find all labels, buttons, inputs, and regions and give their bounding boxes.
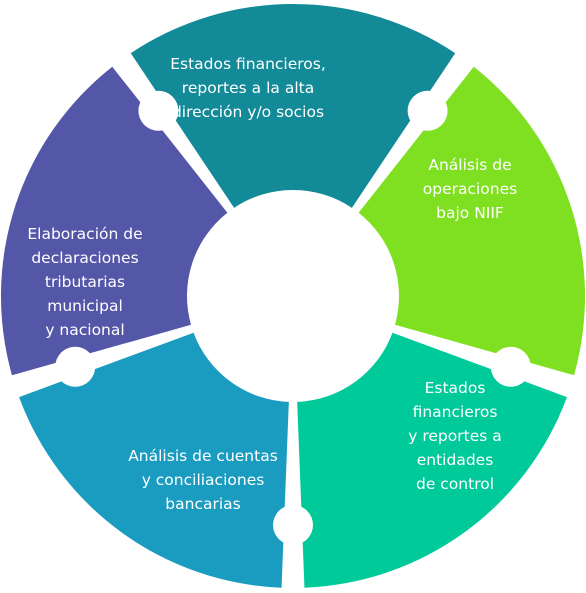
segment-estados-financieros-direccion xyxy=(130,3,456,208)
inner-ring-analisis-cuentas-conciliaciones xyxy=(173,336,288,424)
label-line: Análisis de cuentas xyxy=(128,447,278,465)
label-estados-financieros-direccion: Estados financieros, reportes a la alta … xyxy=(148,52,348,124)
label-line: y reportes a xyxy=(408,427,502,445)
segment-notch xyxy=(55,346,96,387)
label-estados-financieros-entidades: Estados financieros y reportes a entidad… xyxy=(390,376,520,496)
label-line: bancarias xyxy=(165,495,241,513)
segment-notch xyxy=(407,90,448,131)
inner-ring-estados-financieros-direccion xyxy=(223,168,363,201)
label-line: dirección y/o socios xyxy=(171,103,325,121)
label-line: Estados xyxy=(424,379,486,397)
label-line: Análisis de xyxy=(428,156,512,174)
label-line: tributarias xyxy=(44,273,126,291)
label-line: bajo NIIF xyxy=(436,204,504,222)
segment-notch xyxy=(273,505,313,545)
segment-notch xyxy=(490,346,531,387)
label-line: entidades xyxy=(416,451,494,469)
label-line: Estados financieros, xyxy=(170,55,326,73)
inner-ring-estados-financieros-entidades xyxy=(298,336,413,424)
label-analisis-cuentas-conciliaciones: Análisis de cuentas y conciliaciones ban… xyxy=(108,444,298,516)
label-line: municipal xyxy=(47,297,123,315)
inner-ring-analisis-operaciones-niif xyxy=(364,196,421,330)
label-line: Elaboración de xyxy=(27,225,143,243)
label-line: de control xyxy=(415,475,495,493)
label-elaboracion-declaraciones: Elaboración de declaraciones tributarias… xyxy=(10,222,160,342)
label-line: reportes a la alta xyxy=(181,79,315,97)
segment-notch xyxy=(138,90,179,131)
label-line: financieros xyxy=(412,403,498,421)
label-line: y conciliaciones xyxy=(141,471,265,489)
label-line: y nacional xyxy=(45,321,125,339)
label-line: declaraciones xyxy=(31,249,139,267)
inner-ring-elaboracion-declaraciones xyxy=(165,196,222,330)
label-analisis-operaciones-niif: Análisis de operaciones bajo NIIF xyxy=(400,153,540,225)
label-line: operaciones xyxy=(422,180,518,198)
